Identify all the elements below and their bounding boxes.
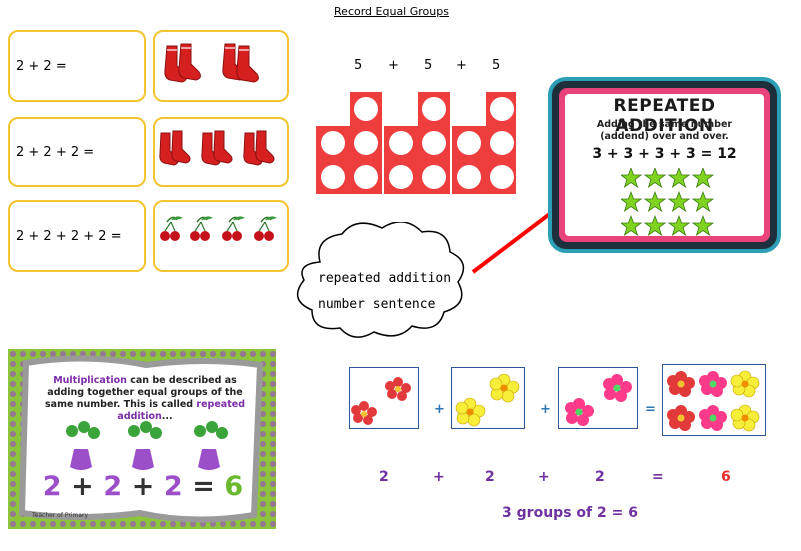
picture-card-1 [153,30,289,102]
equation-card-1: 2 + 2 = [8,30,146,102]
flower-icon [667,370,760,432]
description-part-2: ... [161,411,173,422]
numicon-label-1: 5 [354,58,363,73]
number-op-2: + [538,469,550,485]
star-icon [621,215,714,236]
flower-group-3 [558,367,638,429]
poster-background [8,349,276,529]
equation-text-1: 2 + 2 = [16,58,67,74]
equation-card-3: 2 + 2 + 2 + 2 = [8,200,146,272]
poster-subtitle-line-2: (addend) over and over. [600,131,729,142]
picture-card-3 [153,200,289,272]
number-op-3: = [652,469,664,485]
numicon-label-3: 5 [424,58,433,73]
poster-title: REPEATED ADDITION [613,96,716,136]
numicon-label-4: + [456,58,467,73]
groups-summary: 3 groups of 2 = 6 [502,505,638,521]
page-title: Record Equal Groups [334,5,449,18]
cherries-icon [160,215,278,242]
flower-group-2 [451,367,525,429]
equation-text-3: 2 + 2 + 2 + 2 = [16,228,122,244]
eq-num-2: 2 [103,471,123,502]
eq-num-3: 2 [163,471,183,502]
number-1: 2 [379,469,389,485]
flower-icon [351,377,411,425]
flower-vase-icon [66,421,100,470]
star-grid [621,168,714,236]
number-3: 2 [595,469,605,485]
cloud-callout [296,222,465,338]
cloud-line-2: number sentence [318,297,436,312]
repeated-addition-word: repeated addition [117,399,245,422]
number-op-1: + [433,469,445,485]
plus-sign-1: + [434,402,445,417]
description-part-1: can be described as adding together equa… [45,375,243,410]
numicon-label-5: 5 [492,58,501,73]
eq-result: 6 [224,471,244,502]
number-result: 6 [721,469,731,485]
poster-credit: Teacher of Primary [32,512,89,519]
eq-op-1: + [71,471,94,502]
star-icon [621,168,714,188]
plus-sign-2: + [540,402,551,417]
multiplication-word: Multiplication [53,375,127,386]
equation-card-2: 2 + 2 + 2 = [8,117,146,187]
equals-sign: = [645,402,656,417]
multiplication-poster: Multiplication can be described as addin… [8,349,276,529]
poster-content: REPEATED ADDITION Adding the same number… [565,94,764,236]
socks-icon [159,130,275,166]
socks-icon [164,43,259,83]
poster-equation: 3 + 3 + 3 + 3 = 12 [592,146,737,162]
flower-vase-icon [128,421,162,470]
multiplication-equation: 2 + 2 + 2 = 6 [38,471,248,502]
flower-group-total [662,364,766,436]
eq-num-1: 2 [42,471,62,502]
flower-group-1 [349,367,419,429]
poster-subtitle: Adding the same number (addend) over and… [565,119,764,143]
repeated-addition-poster: REPEATED ADDITION Adding the same number… [548,77,781,253]
eq-op-3: = [192,471,215,502]
flower-icon [455,373,520,427]
equation-text-2: 2 + 2 + 2 = [16,144,95,160]
poster-border: REPEATED ADDITION Adding the same number… [559,88,770,242]
numicon-group: 5 + 5 + 5 [316,56,516,198]
number-2: 2 [485,469,495,485]
picture-card-2 [153,117,289,187]
multiplication-description: Multiplication can be described as addin… [44,375,246,423]
poster-subtitle-line-1: Adding the same number [596,119,733,130]
cloud-line-1: repeated addition [318,271,452,286]
eq-op-2: + [131,471,155,502]
flower-icon [565,374,632,426]
star-icon [621,191,714,212]
flower-vase-icon [194,421,228,470]
numicon-label-2: + [388,58,399,73]
